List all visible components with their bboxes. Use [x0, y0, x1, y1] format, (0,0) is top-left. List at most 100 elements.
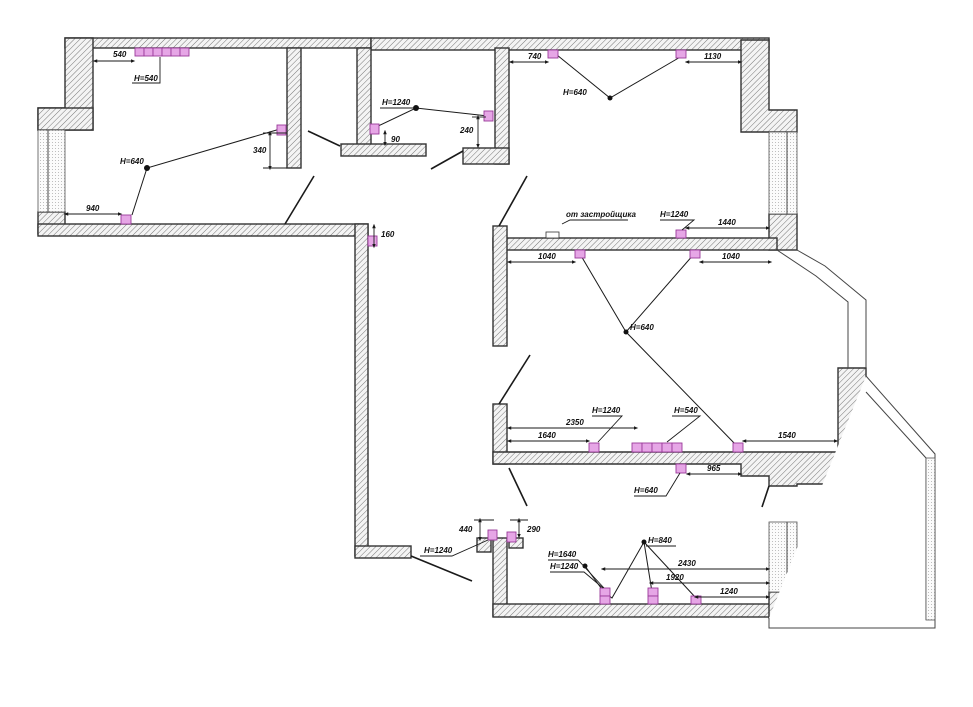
socket-mid-3: [588, 442, 600, 453]
leader-h1240-mid: [592, 415, 624, 443]
wall-left-south: [37, 223, 369, 237]
label-d-2430: 2430: [677, 559, 696, 568]
balcony-glass: [925, 457, 936, 621]
wall-left-upper-jamb: [37, 107, 94, 131]
node-bottom-2: [641, 539, 647, 545]
socket-top-4: [161, 47, 172, 57]
node-bottom-1: [582, 563, 588, 569]
wall-top-right: [370, 37, 770, 51]
socket-hall-1: [369, 123, 380, 135]
socket-right-1: [547, 49, 559, 59]
wall-mid-left: [492, 225, 508, 347]
label-h-1640: H=1640: [548, 550, 577, 559]
label-h-1240-br: H=1240: [550, 562, 579, 571]
label-d-290: 290: [526, 525, 541, 534]
label-d-1040-right: 1040: [722, 252, 740, 261]
socket-corridor: [367, 235, 378, 247]
label-h-1240-mid: H=1240: [592, 406, 621, 415]
door-mid-room-lower: [508, 467, 528, 507]
node-right-room: [607, 95, 613, 101]
socket-mid-9: [732, 442, 744, 453]
wall-corridor-foot: [354, 545, 412, 559]
walls: [37, 37, 867, 619]
wall-corridor-west: [354, 223, 369, 557]
window-left: [37, 129, 66, 213]
socket-mid-7: [661, 442, 673, 453]
wire-left-room: [131, 128, 281, 216]
wall-partition-b-foot: [340, 143, 427, 157]
label-h-840: H=840: [648, 536, 672, 545]
label-note-developer: от застройщика: [566, 210, 636, 219]
label-h-1240-hall: H=1240: [382, 98, 411, 107]
socket-top-5: [170, 47, 181, 57]
socket-top-2: [143, 47, 154, 57]
doors: [284, 130, 770, 582]
label-h-540-mid: H=540: [674, 406, 698, 415]
label-d-940: 940: [86, 204, 100, 213]
wire-mid-room-down: [625, 331, 738, 447]
leader-h1240-right: [660, 219, 696, 231]
node-hall: [413, 105, 419, 111]
socket-bottom-4: [599, 595, 611, 605]
window-right-upper: [768, 131, 798, 215]
leader-h540-top: [132, 57, 161, 84]
socket-bottom-6: [647, 595, 659, 605]
socket-bottom-5: [647, 587, 659, 597]
node-mid-room: [623, 329, 629, 335]
label-d-1920: 1920: [666, 573, 684, 582]
dimension-lines: [63, 59, 839, 599]
socket-bottom-2: [506, 531, 517, 543]
label-d-340: 340: [253, 146, 267, 155]
label-d-440: 440: [458, 525, 473, 534]
leader-h540-mid: [666, 415, 702, 443]
label-d-1130: 1130: [704, 52, 722, 61]
door-left-room: [284, 175, 315, 225]
socket-mid-8: [671, 442, 683, 453]
label-h-1240-right: H=1240: [660, 210, 689, 219]
door-bottom-left: [410, 555, 473, 582]
balcony-inner: [776, 249, 849, 368]
socket-mid-2: [689, 249, 701, 259]
wire-hall: [373, 107, 489, 129]
windows: [37, 129, 936, 629]
socket-bottom-3: [599, 587, 611, 597]
label-d-1040-left: 1040: [538, 252, 556, 261]
label-d-1640: 1640: [538, 431, 556, 440]
door-mid-room: [498, 354, 531, 405]
label-d-1240: 1240: [720, 587, 738, 596]
label-d-1440: 1440: [718, 218, 736, 227]
socket-mid-6: [651, 442, 663, 453]
socket-top-1: [134, 47, 145, 57]
door-right-room: [498, 175, 528, 227]
socket-left-floor: [120, 214, 132, 225]
node-left-room: [144, 165, 150, 171]
light-points: [144, 95, 647, 569]
sockets: [120, 47, 744, 605]
label-d-240: 240: [459, 126, 474, 135]
wall-bottom-south: [492, 603, 776, 618]
socket-mid-1: [574, 249, 586, 259]
socket-left-wall: [276, 124, 287, 136]
socket-right-3: [675, 229, 687, 239]
label-h-640-bottom: H=640: [634, 486, 658, 495]
socket-top-6: [179, 47, 190, 57]
label-d-740: 740: [528, 52, 542, 61]
wall-partition-c: [494, 47, 510, 165]
label-leaders: [132, 57, 702, 589]
label-h-640-center: H=640: [630, 323, 654, 332]
developer-box: [545, 231, 560, 239]
label-h-540-top: H=540: [134, 74, 158, 83]
label-d-90: 90: [391, 135, 400, 144]
wall-right-upper-bay: [740, 39, 798, 133]
wall-top-left: [64, 37, 372, 49]
leader-h1240-bl: [420, 539, 489, 557]
wall-partition-a: [286, 47, 302, 169]
socket-hall-2: [483, 110, 494, 122]
leader-developer: [561, 219, 628, 225]
socket-right-2: [675, 49, 687, 59]
door-balcony: [761, 485, 770, 508]
wire-mid-room: [579, 253, 695, 333]
socket-top-3: [152, 47, 163, 57]
